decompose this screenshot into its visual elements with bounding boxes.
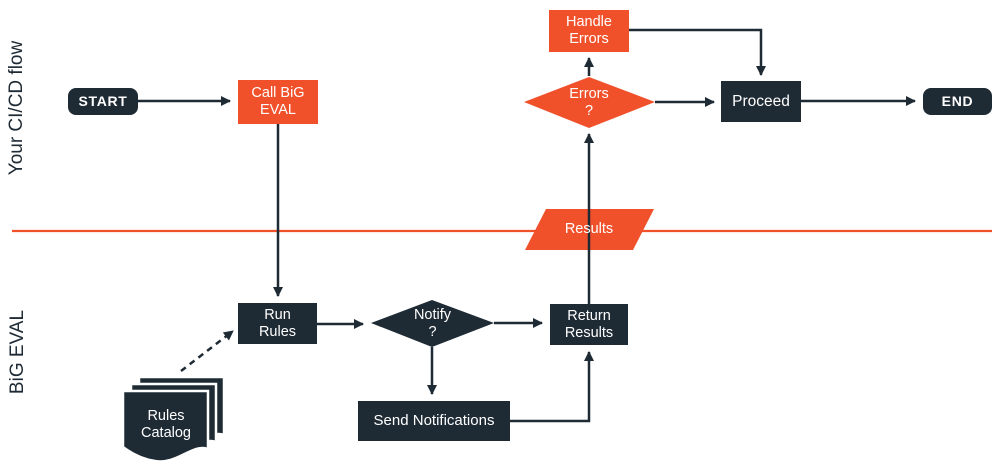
node-results-label-overlay: Results	[529, 207, 649, 252]
node-run-rules: Run Rules	[238, 303, 317, 344]
node-notify-decision-label-line1: Notify	[413, 306, 452, 323]
node-results-label: Results	[564, 221, 614, 238]
errors-diamond-shape	[524, 77, 655, 128]
node-rules-catalog-label-line1: Rules	[147, 408, 185, 425]
node-send-notifications: Send Notifications	[358, 401, 510, 441]
node-notify-decision-label-overlay: Notify ?	[372, 301, 493, 346]
node-proceed: Proceed	[721, 81, 801, 122]
node-notify-decision-label-line2: ?	[428, 323, 437, 340]
node-call-big-eval-label-line1: Call BiG	[251, 85, 305, 102]
node-start: START	[68, 88, 138, 115]
lane-label-big-eval: BiG EVAL	[7, 309, 28, 395]
connector-send-notifications-to-return-results	[510, 351, 594, 423]
node-errors-decision-label-line1: Errors	[569, 85, 609, 102]
notify-diamond-shape	[371, 300, 494, 347]
node-handle-errors: Handle Errors	[549, 10, 629, 52]
node-handle-errors-label-line2: Errors	[569, 31, 609, 47]
node-return-results-label-line2: Results	[564, 324, 614, 341]
node-send-notifications-label: Send Notifications	[373, 412, 495, 430]
node-call-big-eval-label-line2: EVAL	[259, 102, 296, 118]
lane-label-cicd-flow: Your CI/CD flow	[6, 40, 27, 176]
connector-rules-catalog-to-run-rules	[180, 330, 234, 372]
node-handle-errors-label-line1: Handle	[566, 14, 612, 31]
node-rules-catalog-label-overlay: Rules Catalog	[124, 404, 208, 446]
node-call-big-eval: Call BiG EVAL	[238, 80, 318, 124]
node-end: END	[923, 88, 992, 115]
node-start-label: START	[78, 93, 128, 110]
node-run-rules-label-line2: Rules	[258, 323, 297, 340]
node-run-rules-label-line1: Run	[264, 306, 291, 323]
node-errors-decision-label-overlay: Errors ?	[529, 80, 649, 125]
node-rules-catalog-label-line2: Catalog	[141, 425, 191, 441]
node-end-label: END	[941, 93, 974, 110]
node-return-results-label-line1: Return	[567, 307, 611, 324]
node-errors-decision-label-line2: ?	[584, 102, 594, 119]
node-proceed-label: Proceed	[732, 92, 790, 110]
node-return-results: Return Results	[550, 304, 628, 345]
connector-handle-errors-to-proceed	[629, 28, 766, 76]
